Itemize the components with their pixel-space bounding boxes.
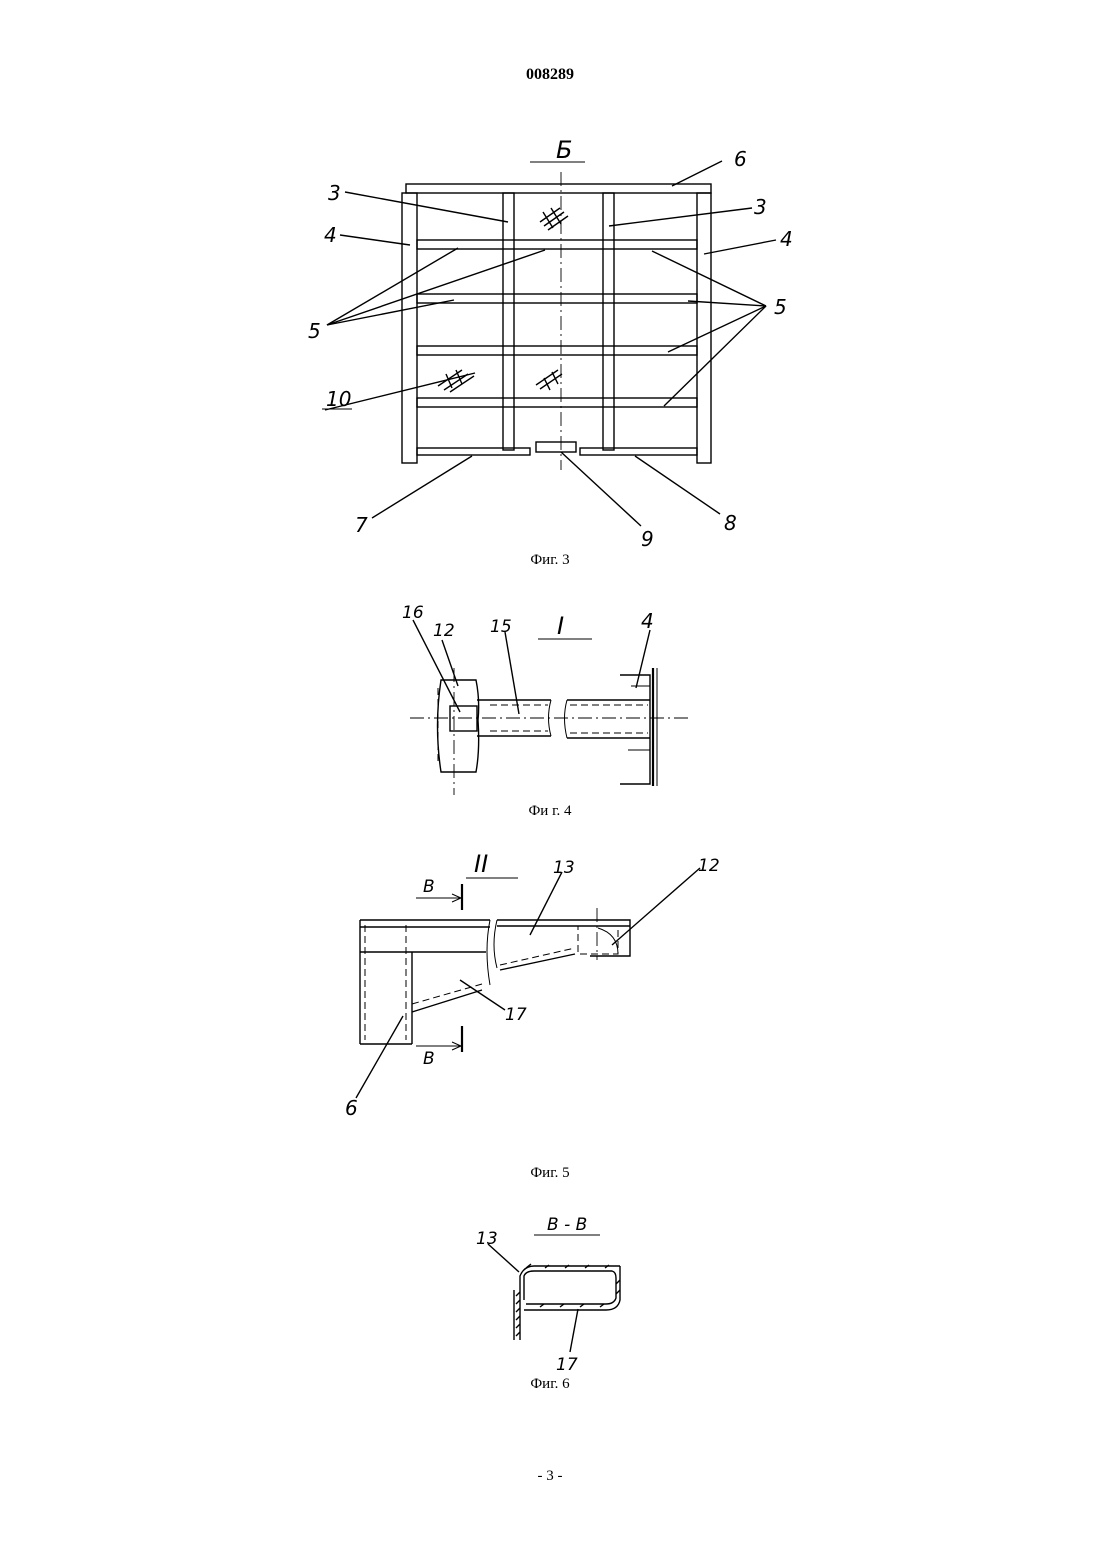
figure-3-caption: Фиг. 3 [0,552,1100,569]
label-10: 10 [326,387,351,411]
label-13: 13 [553,858,575,878]
bottom-plate-8 [580,448,697,455]
label-12: 12 [433,621,455,641]
label-b-bottom: В [423,1049,435,1069]
bracket-12 [438,680,479,772]
top-beam [406,184,711,193]
label-17: 17 [505,1005,527,1025]
label-12: 12 [698,856,720,876]
label-3-right: 3 [754,195,767,219]
figure-6-drawing: В - В 13 17 [0,1205,1100,1375]
label-6: 6 [345,1096,358,1120]
fig3-section-label: Б [556,136,572,164]
label-15: 15 [490,617,512,637]
label-4-left: 4 [324,223,337,247]
figure-3-drawing: Б [0,120,1100,550]
post-4 [620,675,650,784]
label-5-right: 5 [774,295,787,319]
label-8: 8 [724,511,737,535]
right-post [697,193,711,463]
label-13: 13 [476,1229,498,1249]
fig4-section-label: I [557,612,564,640]
label-6: 6 [734,147,747,171]
label-9: 9 [641,527,654,550]
figure-5-caption: Фиг. 5 [0,1165,1100,1182]
label-16: 16 [402,603,424,623]
section-hatching [516,1264,620,1336]
figure-4-drawing: I 16 12 15 4 [0,595,1100,800]
bracket-17 [412,990,482,1012]
profile-17 [524,1271,616,1304]
document-number: 008289 [0,66,1100,84]
page-number: - 3 - [0,1468,1100,1485]
label-b-top: В [423,877,435,897]
profile-13 [520,1266,620,1340]
bottom-plate-7 [417,448,530,455]
figure-6-caption: Фиг. 6 [0,1376,1100,1393]
figure-5-drawing: II В В 13 12 17 6 [0,845,1100,1125]
label-3-left: 3 [328,181,341,205]
label-7: 7 [355,513,368,537]
inner-post-right [603,193,614,450]
label-5-left: 5 [308,319,321,343]
label-4-right: 4 [780,227,793,251]
label-17: 17 [556,1355,578,1375]
left-post [402,193,417,463]
fig5-section-label: II [474,850,488,878]
label-4: 4 [641,609,654,633]
figure-4-caption: Фи г. 4 [0,803,1100,820]
inner-post-left [503,193,514,450]
beam-13 [360,920,490,927]
block-9 [536,442,576,452]
fig6-section-label: В - В [547,1215,587,1235]
pin-12 [578,926,618,954]
